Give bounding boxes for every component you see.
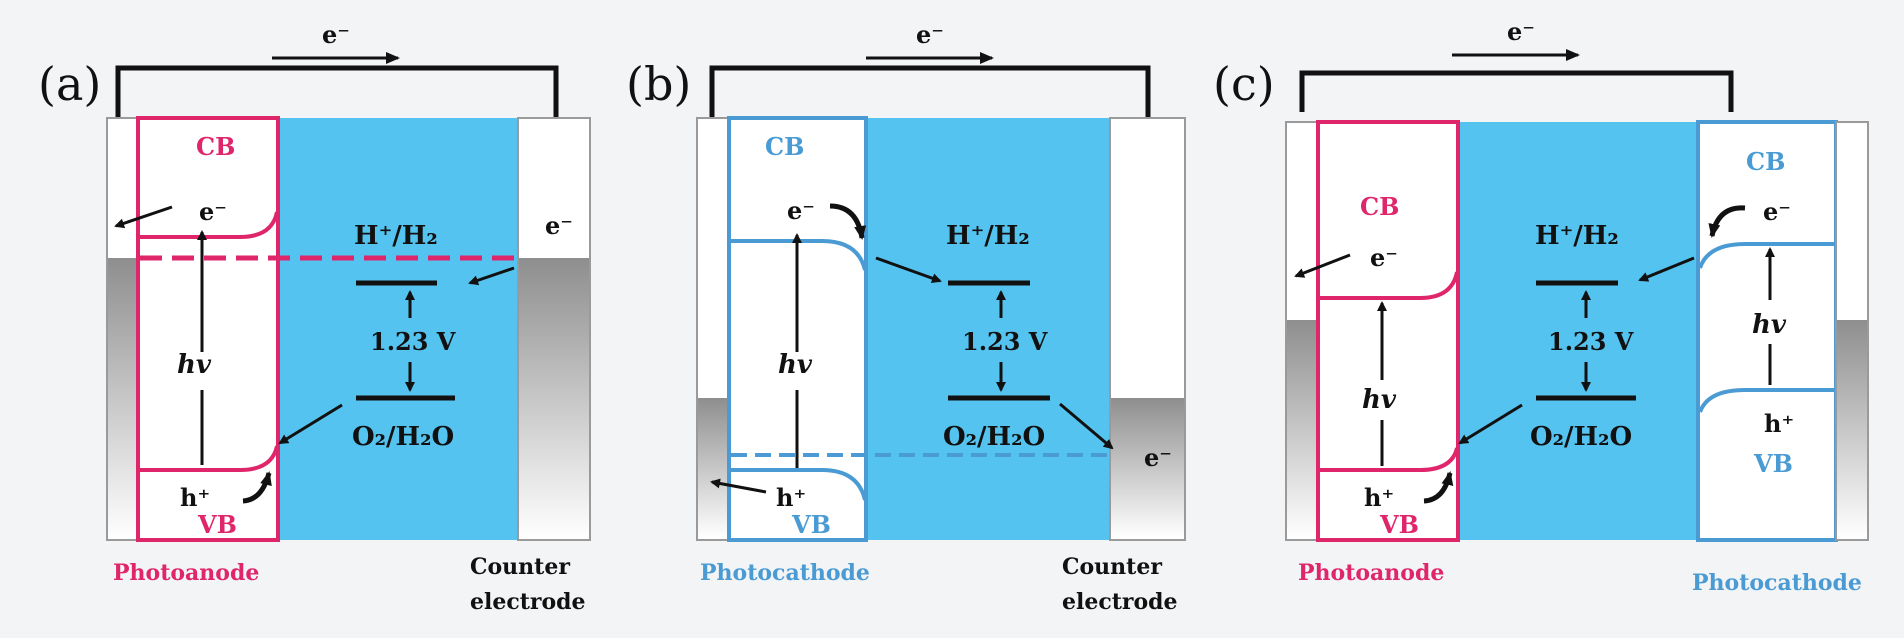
photoanode-cb	[1320, 271, 1459, 300]
conduction-band	[140, 211, 279, 239]
vb-label: VB	[791, 510, 831, 539]
electrolyte	[1458, 122, 1698, 540]
o-couple-label: O₂/H₂O	[943, 422, 1045, 452]
counter-electrode-fill	[1111, 398, 1184, 538]
electron-label: e⁻	[787, 196, 815, 225]
h-couple-label: H⁺/H₂	[946, 221, 1030, 251]
photocathode-box	[1696, 120, 1838, 542]
voltage-label: 1.23 V	[1548, 327, 1634, 356]
hole-out-arrow	[710, 478, 767, 494]
photoanode-caption: Photoanode	[113, 560, 259, 586]
photoanode-caption: Photoanode	[1298, 560, 1444, 586]
electrolyte	[866, 118, 1110, 540]
photocathode-cb-label: CB	[1746, 147, 1785, 176]
electron-flow-label: e⁻	[322, 20, 350, 49]
substrate-fill-right	[1837, 320, 1867, 538]
valence-band	[731, 468, 867, 501]
conduction-band	[731, 239, 867, 271]
hole-label: h⁺	[776, 483, 806, 512]
photoanode-vb	[1320, 447, 1459, 472]
counter-electrode-fill	[519, 258, 589, 539]
panel-label: (a)	[38, 57, 101, 111]
external-circuit-wire	[709, 65, 1151, 117]
panel-label: (c)	[1213, 57, 1275, 111]
photocathode-hole-label: h⁺	[1764, 409, 1794, 438]
photocathode-electron-label: e⁻	[1763, 197, 1791, 226]
h-couple-label: H⁺/H₂	[354, 221, 438, 251]
substrate-fill	[698, 398, 728, 538]
substrate-fill	[108, 258, 138, 539]
photocathode-electron-transfer-arrow	[1708, 205, 1746, 238]
photocathode-caption: Photocathode	[1692, 570, 1862, 596]
hole-oxidation-arrow	[1458, 403, 1523, 445]
photoanode-hole-label: h⁺	[1364, 483, 1394, 512]
voltage-label: 1.23 V	[370, 327, 456, 356]
counter-electron-label: e⁻	[545, 211, 573, 240]
panel-c: (c) e⁻ CB e⁻ hv h⁺ VB CB e⁻ hv h⁺ VB	[1213, 17, 1869, 596]
cb-label: CB	[765, 132, 804, 161]
h-couple-label: H⁺/H₂	[1535, 221, 1619, 251]
electron-reduction-arrow	[468, 266, 515, 286]
panel-a: (a) e⁻ CB e⁻ hv h⁺ VB H⁺/H₂	[38, 20, 591, 615]
photon-label: hv	[778, 350, 813, 380]
electron-reduction-arrow	[1638, 256, 1695, 282]
external-circuit-wire	[115, 65, 559, 117]
electron-transfer-curved-arrow	[829, 203, 867, 240]
electron-flow-label: e⁻	[1507, 17, 1535, 46]
photoanode-hole-transfer-arrow	[1423, 471, 1454, 504]
photoanode-box	[136, 116, 280, 542]
panel-b: (b) e⁻ CB e⁻ hv h⁺ VB H⁺/H₂ 1.23 V O₂/H₂…	[626, 20, 1186, 615]
counter-caption-line1: Counter	[470, 554, 570, 580]
panel-label: (b)	[626, 57, 691, 111]
counter-caption-line2: electrode	[470, 589, 586, 615]
photoanode-photon-label: hv	[1362, 385, 1397, 415]
o-couple-label: O₂/H₂O	[1530, 422, 1632, 452]
photocathode-caption: Photocathode	[700, 560, 870, 586]
electrolyte	[278, 118, 518, 540]
photoanode-electron-out-arrow	[1294, 253, 1351, 278]
photocathode-vb-label: VB	[1753, 449, 1793, 478]
hole-label: h⁺	[180, 483, 210, 512]
electron-reduction-arrow	[875, 256, 942, 283]
photoanode-cb-label: CB	[1360, 192, 1399, 221]
counter-electron-label: e⁻	[1144, 443, 1172, 472]
photoanode-electron-label: e⁻	[1370, 243, 1398, 272]
counter-caption-line2: electrode	[1062, 589, 1178, 615]
counter-caption-line1: Counter	[1062, 554, 1162, 580]
electron-label: e⁻	[199, 197, 227, 226]
electron-flow-label: e⁻	[916, 20, 944, 49]
cb-label: CB	[196, 132, 235, 161]
electron-out-arrow	[114, 205, 173, 229]
photoanode-box	[1316, 120, 1460, 542]
photocathode-cb	[1698, 242, 1834, 269]
valence-band	[140, 445, 279, 472]
photoanode-vb-label: VB	[1379, 510, 1419, 539]
hole-transfer-arrow	[242, 471, 272, 504]
vb-label: VB	[197, 510, 237, 539]
electron-oxidation-arrow	[1059, 402, 1114, 450]
photocathode-vb	[1698, 388, 1834, 413]
o-couple-label: O₂/H₂O	[352, 422, 454, 452]
photon-label: hv	[177, 350, 212, 380]
hole-oxidation-arrow	[278, 403, 343, 445]
voltage-label: 1.23 V	[962, 327, 1048, 356]
photocathode-photon-label: hv	[1752, 310, 1787, 340]
external-circuit-wire	[1299, 70, 1734, 112]
substrate-fill	[1287, 320, 1317, 538]
